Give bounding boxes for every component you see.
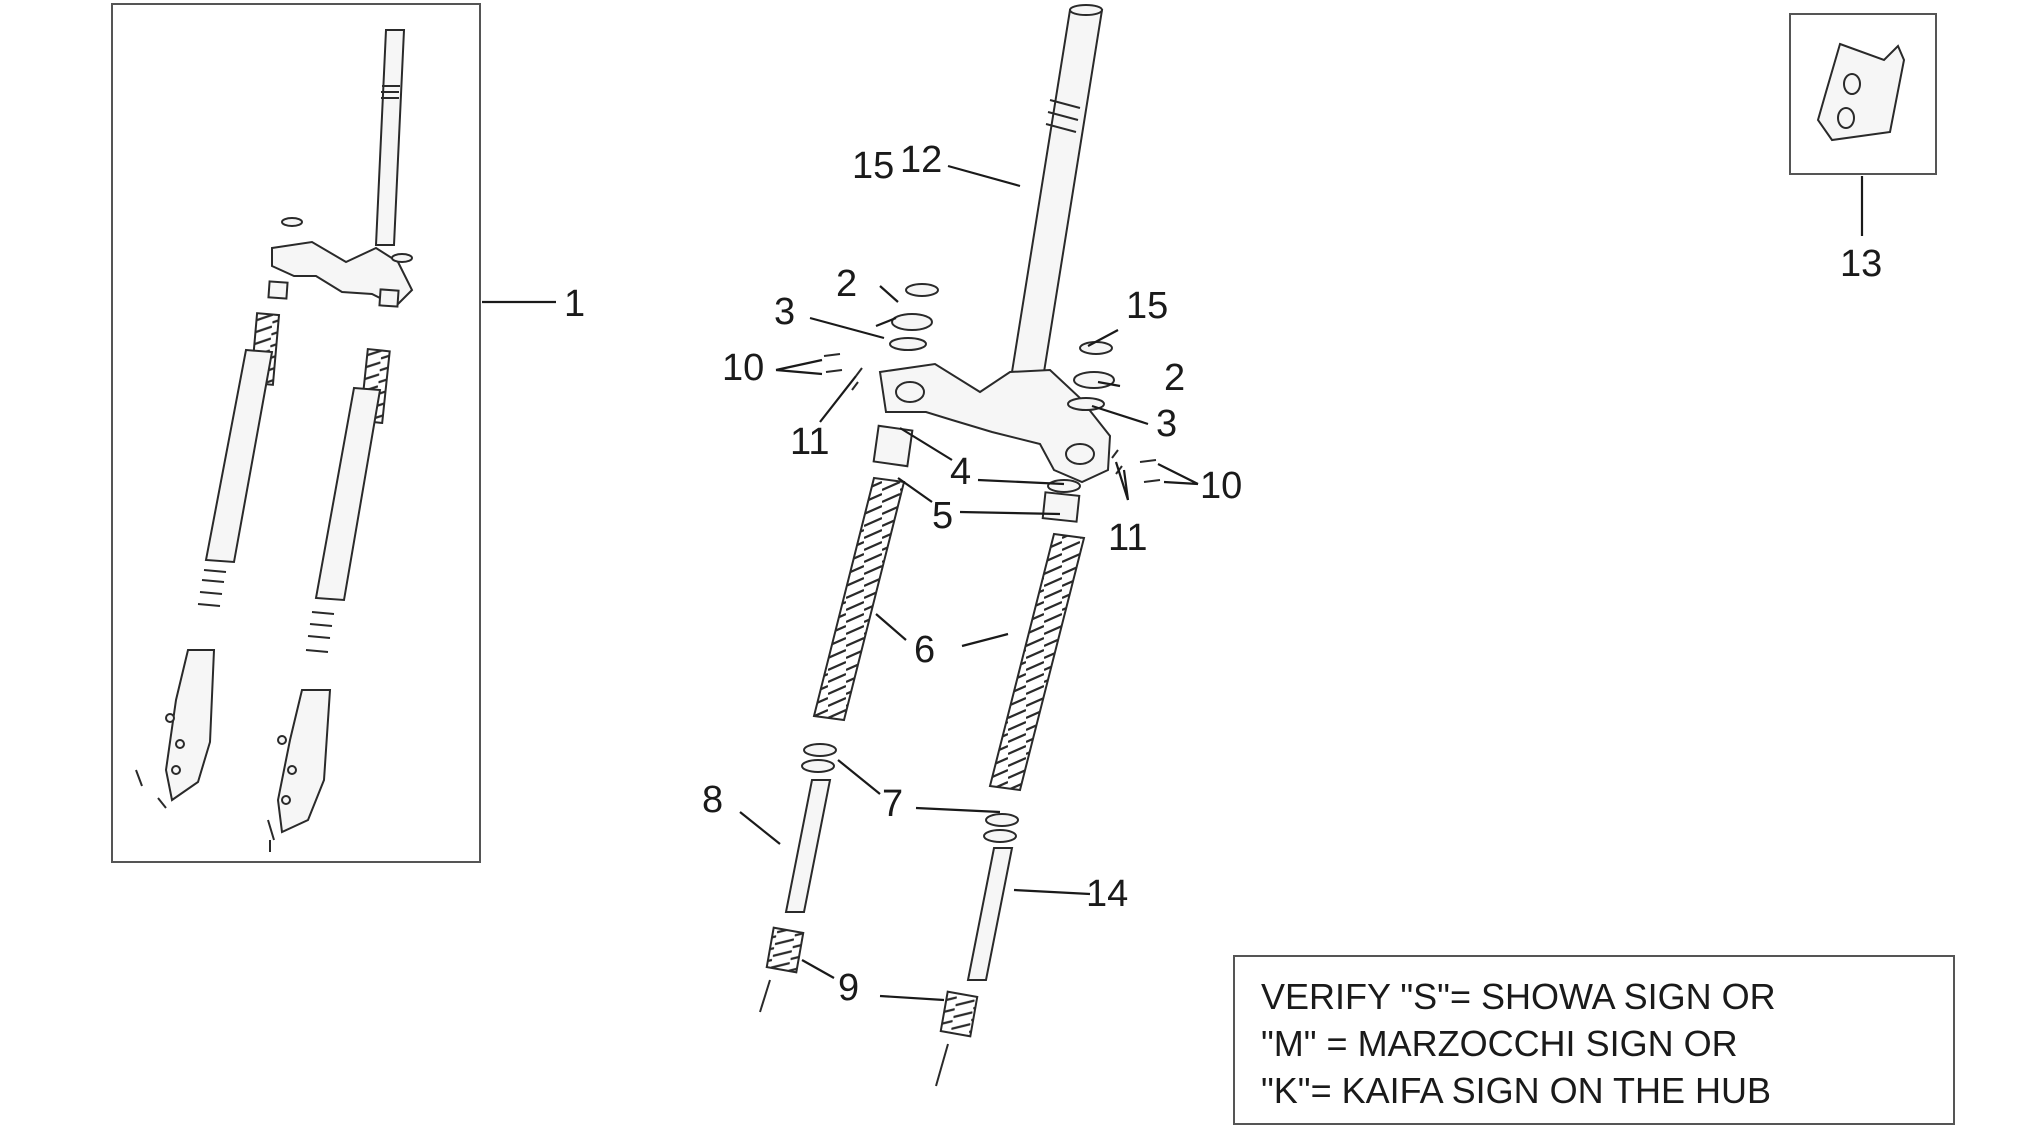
callout-12: 12: [900, 139, 942, 181]
cap-2-right: [1073, 371, 1115, 389]
callout-3-left: 3: [774, 291, 795, 333]
circlip-15-right: [1079, 341, 1113, 355]
callout-3-right: 3: [1156, 403, 1177, 445]
exploded-parts: [759, 4, 1161, 1087]
bracket-frame: [1789, 13, 1937, 175]
washer-3-left: [889, 337, 927, 351]
callout-2-left: 2: [836, 263, 857, 305]
assembly-right-tube: [314, 386, 382, 602]
assembly-left-tube: [204, 348, 274, 564]
spring-left: [812, 476, 906, 722]
callout-8: 8: [702, 779, 723, 821]
small-spring-left: [765, 926, 805, 974]
note-line-2: "M" = MARZOCCHI SIGN OR: [1261, 1023, 1738, 1064]
cap-2-left: [891, 313, 933, 331]
small-spring-right: [939, 990, 979, 1038]
note-line-3: "K"= KAIFA SIGN ON THE HUB: [1261, 1070, 1772, 1111]
bushing-left: [872, 424, 914, 468]
callout-9: 9: [838, 967, 859, 1009]
damper-rod-right: [966, 847, 1014, 981]
callout-1: 1: [564, 283, 585, 325]
callout-2-right: 2: [1164, 357, 1185, 399]
callout-14: 14: [1086, 873, 1128, 915]
assembly-frame: [111, 3, 481, 863]
callout-15-right: 15: [1126, 285, 1168, 327]
bracket-part: [1816, 42, 1906, 142]
callout-10-left: 10: [722, 347, 764, 389]
assembly-steering-stem: [374, 29, 406, 246]
bracket-13: [1789, 13, 1937, 175]
damper-rod-left: [784, 779, 832, 913]
note-line-1: VERIFY "S"= SHOWA SIGN OR: [1261, 976, 1776, 1017]
callout-7: 7: [882, 783, 903, 825]
spring-right: [988, 532, 1086, 792]
callout-4: 4: [950, 451, 971, 493]
bushing-right: [1041, 491, 1081, 523]
complete-fork-assembly: [111, 3, 481, 863]
callout-labels: 1 15 2 3 10 11 12 15 2 3 10 11 4 5 6 7 8…: [564, 139, 1882, 1009]
callout-15-left: 15: [852, 145, 894, 187]
circlip-15-left: [905, 283, 939, 297]
seal-7-right: [985, 813, 1019, 827]
assembly-right-slider: [276, 689, 332, 834]
leader-lines: [482, 164, 1864, 1002]
lower-crown: [878, 362, 1112, 484]
steering-stem: [1010, 9, 1104, 373]
callout-10-right: 10: [1200, 465, 1242, 507]
assembly-left-slider: [164, 649, 216, 802]
hub-sign-note: VERIFY "S"= SHOWA SIGN OR "M" = MARZOCCH…: [1233, 955, 1955, 1125]
callout-13: 13: [1840, 243, 1882, 285]
callout-6: 6: [914, 629, 935, 671]
callout-11-right: 11: [1108, 517, 1147, 559]
seal-7-left: [803, 743, 837, 757]
callout-11-left: 11: [790, 421, 829, 463]
callout-5: 5: [932, 495, 953, 537]
